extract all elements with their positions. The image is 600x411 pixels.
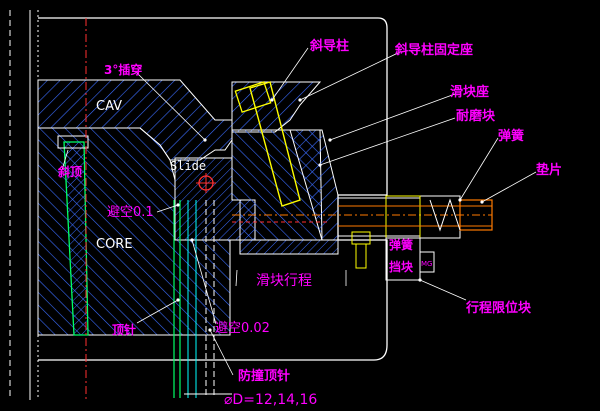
label-guide-pin-seat: 斜导柱固定座 xyxy=(394,42,473,58)
leader-dots xyxy=(176,98,484,332)
label-wear-block: 耐磨块 xyxy=(456,108,496,124)
label-mg: MG xyxy=(421,260,432,268)
ejector-pins xyxy=(173,200,215,398)
leader-lines xyxy=(61,47,537,376)
label-insert-angle: 3°插穿 xyxy=(104,62,142,77)
label-ejector-pin: 顶针 xyxy=(112,322,136,337)
slide-base xyxy=(239,239,339,255)
label-lifter: 斜顶 xyxy=(57,164,82,179)
label-spring-stopper-1: 弹簧 xyxy=(389,237,413,252)
guide-pin-cap xyxy=(234,81,272,113)
label-stroke: 滑块行程 xyxy=(256,272,312,289)
label-clearance-002: 避空0.02 xyxy=(215,321,270,336)
label-spring: 弹簧 xyxy=(498,128,524,144)
label-slide-seat: 滑块座 xyxy=(450,84,489,100)
spring-assembly xyxy=(337,195,493,269)
label-stroke-limit: 行程限位块 xyxy=(465,300,532,316)
label-spring-stopper-2: 挡块 xyxy=(389,259,414,274)
label-guide-pin: 斜导柱 xyxy=(309,38,349,54)
label-anti-collision-pin: 防撞顶针 xyxy=(238,368,290,384)
label-slide: Slide xyxy=(170,159,206,173)
label-shim: 垫片 xyxy=(536,162,562,178)
label-clearance-01: 避空0.1 xyxy=(107,205,154,220)
label-core: CORE xyxy=(96,237,133,252)
frame-edges xyxy=(9,10,39,400)
guide-pin xyxy=(249,81,301,207)
lifter-head xyxy=(57,135,89,149)
label-cav: CAV xyxy=(96,99,122,114)
label-diameter: ⌀D=12,14,16 xyxy=(224,392,317,408)
mg-box xyxy=(419,251,435,273)
lifter-body xyxy=(63,141,89,336)
